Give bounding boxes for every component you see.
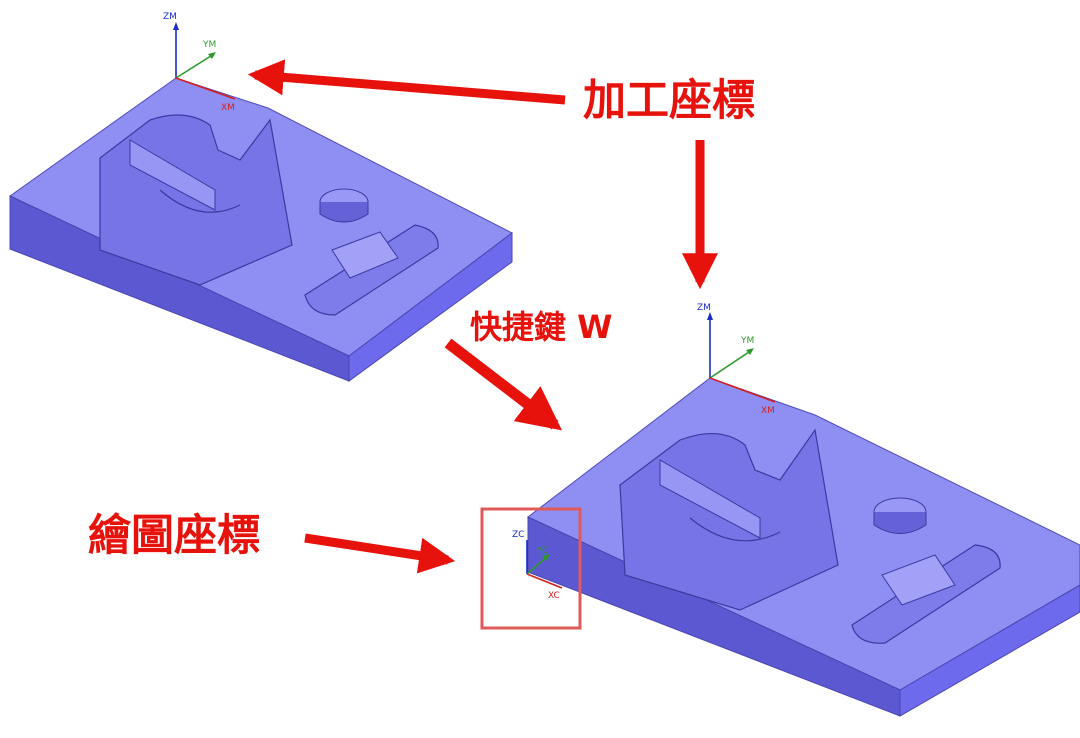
- work-csys: ZC YC XC: [512, 530, 563, 601]
- arrow-shortcut-w: [444, 338, 562, 431]
- arrow-to-work-csys: [304, 533, 456, 574]
- work-csys-highlight-box: [480, 507, 582, 630]
- shortcut-w-label: 快捷鍵 W: [470, 308, 613, 346]
- axis-label-yc: YC: [536, 546, 548, 556]
- drawing-coords-label: 繪圖座標: [88, 511, 260, 561]
- axis-label-xm: XM: [221, 103, 235, 113]
- machining-csys-2: ZM YM XM: [697, 303, 776, 416]
- part-model-2[interactable]: ZM YM XM ZC YC XC: [512, 303, 1080, 717]
- axis-label-ym: YM: [202, 40, 216, 50]
- part-model-1[interactable]: ZM YM XM: [9, 12, 513, 382]
- axis-label-zc: ZC: [512, 530, 524, 540]
- arrow-to-machining-csys-1: [247, 59, 566, 105]
- axis-label-zm: ZM: [163, 12, 177, 22]
- axis-label-xc: XC: [548, 591, 560, 601]
- machining-csys-1: ZM YM XM: [163, 12, 236, 113]
- annotation-arrows: [247, 59, 718, 574]
- axis-label-ym: YM: [740, 336, 754, 346]
- machining-coords-label: 加工座標: [583, 76, 755, 126]
- axis-label-zm: ZM: [697, 303, 711, 313]
- axis-label-xm: XM: [761, 406, 775, 416]
